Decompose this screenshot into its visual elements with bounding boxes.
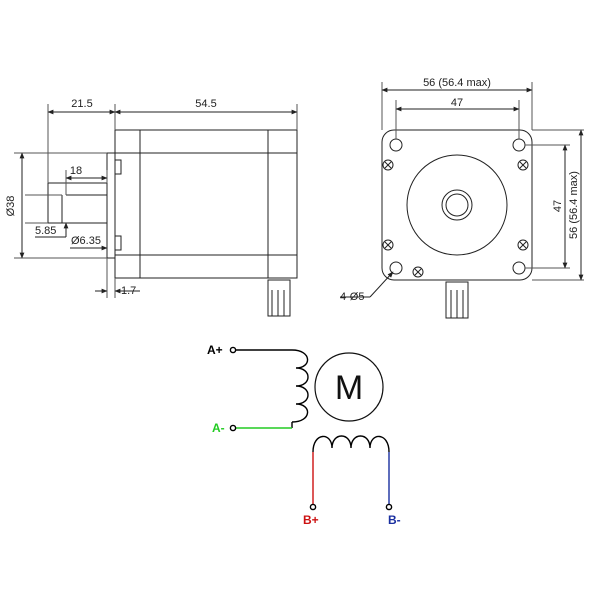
wiring-schematic [229,346,393,511]
front-face [381,129,533,281]
cable-exit [267,279,291,317]
dim-hole-spacing-h: 47 [451,97,463,109]
terminal-a-minus [229,424,237,432]
shaft [47,182,108,224]
schematic-labels: M A+ A- B+ B- [207,343,401,527]
motor-letter: M [335,369,363,407]
dim-54-5: 54.5 [195,98,216,110]
mount-hole [512,261,526,275]
side-view-labels: 21.5 54.5 18 Ø38 5.85 Ø6.35 1.7 [5,98,217,297]
dim-boss-dia: Ø38 [5,196,17,217]
front-view-labels: 56 (56.4 max) 47 47 56 (56.4 max) 4-Ø5 [340,77,580,303]
dim-flange-thk: 1.7 [121,285,136,297]
dim-height-overall: 56 (56.4 max) [568,171,580,239]
side-view [14,104,298,317]
dim-18: 18 [70,165,82,177]
terminal-a-plus [229,346,237,354]
pin-label-a-plus: A+ [207,343,223,357]
motor-body [114,129,298,279]
terminal-b-minus [385,503,393,511]
coil-b [312,435,390,453]
motor-symbol [314,352,384,422]
dim-21-5: 21.5 [71,98,92,110]
terminal-b-plus [309,503,317,511]
pin-label-a-minus: A- [212,421,225,435]
dim-width-overall: 56 (56.4 max) [423,77,491,89]
pilot-boss [406,154,508,256]
pin-label-b-plus: B+ [303,513,319,527]
dim-flat-depth: 5.85 [35,225,56,237]
mount-hole [389,261,403,275]
front-view [340,82,584,319]
mount-hole [512,138,526,152]
dim-hole-spacing-v: 47 [552,200,564,212]
dim-mount-holes: 4-Ø5 [340,291,364,303]
dim-shaft-dia: Ø6.35 [71,235,101,247]
coil-a [291,349,309,423]
mount-hole [389,138,403,152]
pin-label-b-minus: B- [388,513,401,527]
flange [106,152,116,259]
